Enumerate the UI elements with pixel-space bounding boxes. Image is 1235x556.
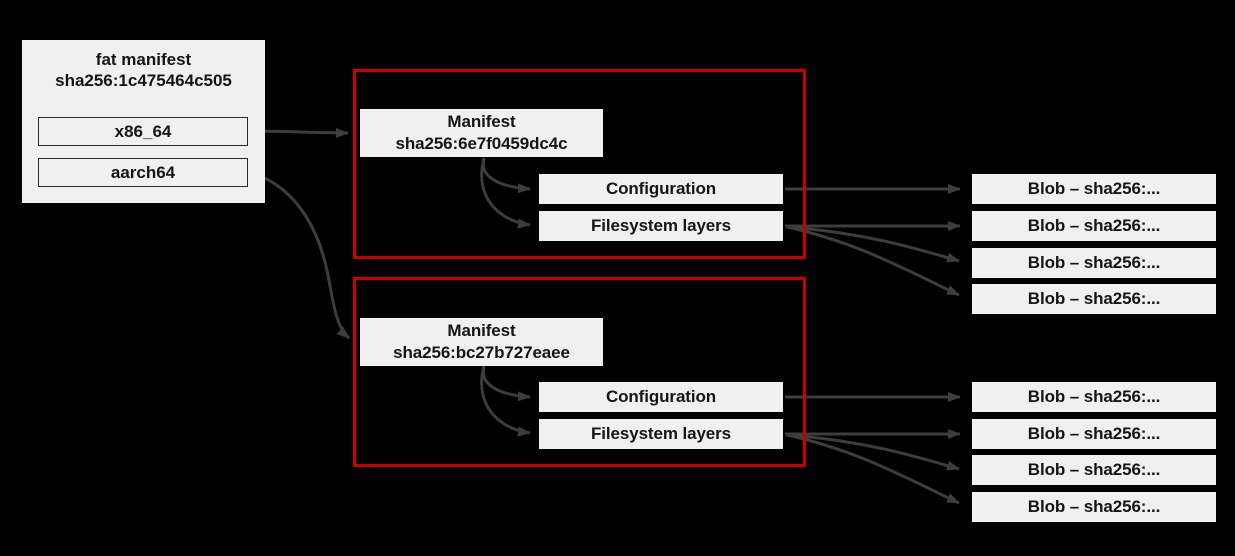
fat-manifest-title-line1: fat manifest: [95, 50, 192, 69]
blob-box: Blob – sha256:...: [972, 455, 1216, 485]
manifest-1-digest: sha256:6e7f0459dc4c: [395, 134, 568, 153]
arrow-filesystem-layers-1-to-blob-3: [786, 225, 960, 263]
platform-box-x86-64: x86_64: [38, 117, 248, 146]
blob-box: Blob – sha256:...: [972, 248, 1216, 278]
blob-box: Blob – sha256:...: [972, 211, 1216, 241]
configuration-box-1: Configuration: [539, 174, 783, 204]
manifest-group-2: [353, 277, 806, 467]
arrow-manifest-2-to-filesystem-layers-2: [480, 365, 531, 437]
blob-box: Blob – sha256:...: [972, 492, 1216, 522]
fat-manifest-box: fat manifest sha256:1c475464c505 x86_64 …: [22, 40, 265, 203]
arrow-aarch64-to-manifest-2: [249, 170, 351, 340]
blob-box: Blob – sha256:...: [972, 174, 1216, 204]
manifest-2-digest: sha256:bc27b727eaee: [393, 343, 570, 362]
arrow-manifest-1-to-filesystem-layers-1: [480, 157, 531, 229]
filesystem-layers-box-2: Filesystem layers: [539, 419, 783, 449]
platform-box-aarch64: aarch64: [38, 158, 248, 187]
filesystem-layers-box-1: Filesystem layers: [539, 211, 783, 241]
manifest-box-2: Manifest sha256:bc27b727eaee: [360, 318, 603, 366]
manifest-group-1: [353, 69, 806, 259]
manifest-box-1: Manifest sha256:6e7f0459dc4c: [360, 109, 603, 157]
arrow-filesystem-layers-1-to-blob-4: [786, 225, 960, 297]
arrow-filesystem-layers-2-to-blob-8: [786, 433, 960, 505]
fat-manifest-digest: sha256:1c475464c505: [55, 71, 232, 90]
fat-manifest-title: fat manifest sha256:1c475464c505: [22, 49, 265, 91]
blob-box: Blob – sha256:...: [972, 382, 1216, 412]
manifest-2-title: Manifest: [447, 321, 516, 340]
configuration-box-2: Configuration: [539, 382, 783, 412]
blob-box: Blob – sha256:...: [972, 284, 1216, 314]
blob-box: Blob – sha256:...: [972, 419, 1216, 449]
manifest-1-title: Manifest: [447, 112, 516, 131]
arrow-filesystem-layers-2-to-blob-7: [786, 433, 960, 471]
